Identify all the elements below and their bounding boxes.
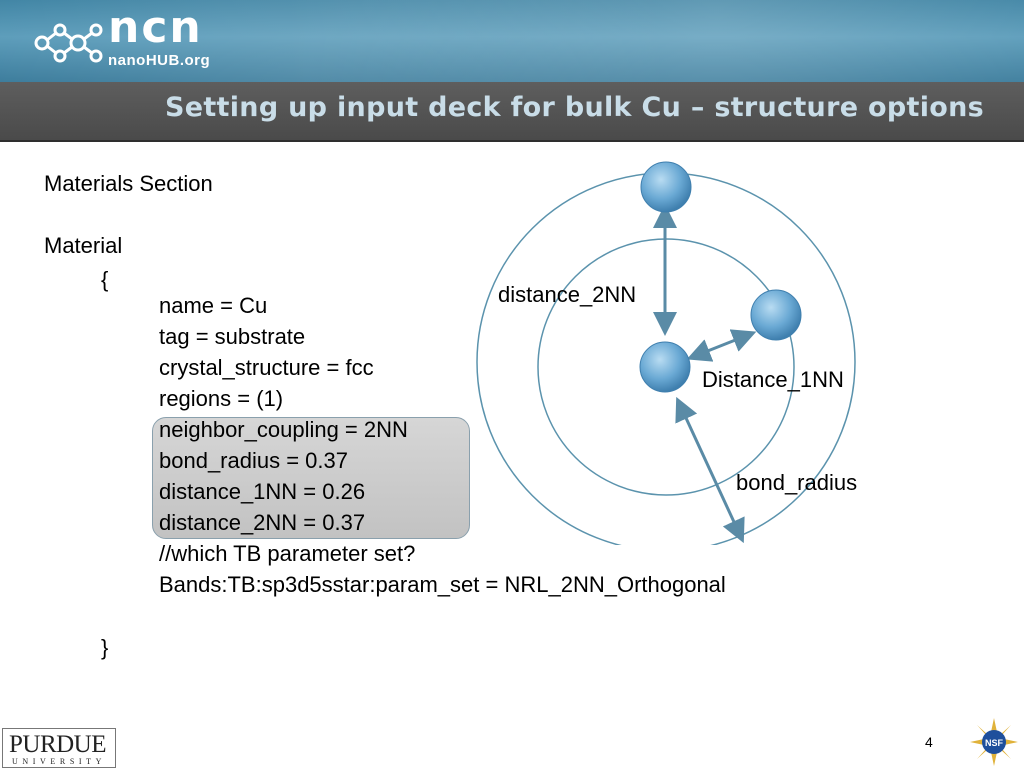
header-texture <box>0 0 1024 82</box>
material-label: Material <box>44 233 123 258</box>
code-line-crystal-structure: crystal_structure = fcc <box>159 355 374 380</box>
nsf-sunburst-icon <box>970 718 1018 766</box>
purdue-university-text: UNIVERSITY <box>12 757 106 766</box>
arrow-distance-1nn <box>686 329 757 362</box>
code-line-name: name = Cu <box>159 293 268 318</box>
header-banner: ncn nanoHUB.org <box>0 0 1024 82</box>
nsf-logo: NSF <box>970 718 1018 766</box>
atom-right <box>750 289 802 341</box>
code-line-tag: tag = substrate <box>159 324 306 349</box>
code-comment: //which TB parameter set? <box>159 541 416 566</box>
label-distance-2nn: distance_2NN <box>498 282 637 307</box>
logo-wordmark: ncn <box>108 2 203 53</box>
code-line-param-set: Bands:TB:sp3d5sstar:param_set = NRL_2NN_… <box>159 572 726 597</box>
code-line-bond-radius: bond_radius = 0.37 <box>159 448 348 473</box>
code-line-regions: regions = (1) <box>159 386 284 411</box>
code-line-neighbor-coupling: neighbor_coupling = 2NN <box>159 417 408 442</box>
code-line-distance-2nn: distance_2NN = 0.37 <box>159 510 366 535</box>
arrow-bond-radius <box>675 396 745 544</box>
materials-section-label: Materials Section <box>44 171 213 196</box>
page-number: 4 <box>925 734 933 750</box>
nsf-text: NSF <box>985 738 1004 748</box>
label-distance-1nn: Distance_1NN <box>702 367 844 392</box>
close-brace: } <box>101 635 109 660</box>
atom-center <box>639 341 691 393</box>
molecule-icon <box>34 23 103 63</box>
label-bond-radius: bond_radius <box>736 470 858 495</box>
ncn-logo <box>34 23 103 63</box>
highlight-box <box>152 417 470 539</box>
purdue-logo: PURDUE UNIVERSITY <box>2 728 116 768</box>
atom-top <box>640 161 692 213</box>
open-brace: { <box>101 267 109 292</box>
logo-subtitle: nanoHUB.org <box>108 52 211 69</box>
code-line-distance-1nn: distance_1NN = 0.26 <box>159 479 366 504</box>
slide-title: Setting up input deck for bulk Cu – stru… <box>164 92 984 123</box>
purdue-wordmark: PURDUE <box>9 731 107 758</box>
neighbor-diagram <box>476 161 856 545</box>
title-bar: Setting up input deck for bulk Cu – stru… <box>0 82 1024 142</box>
